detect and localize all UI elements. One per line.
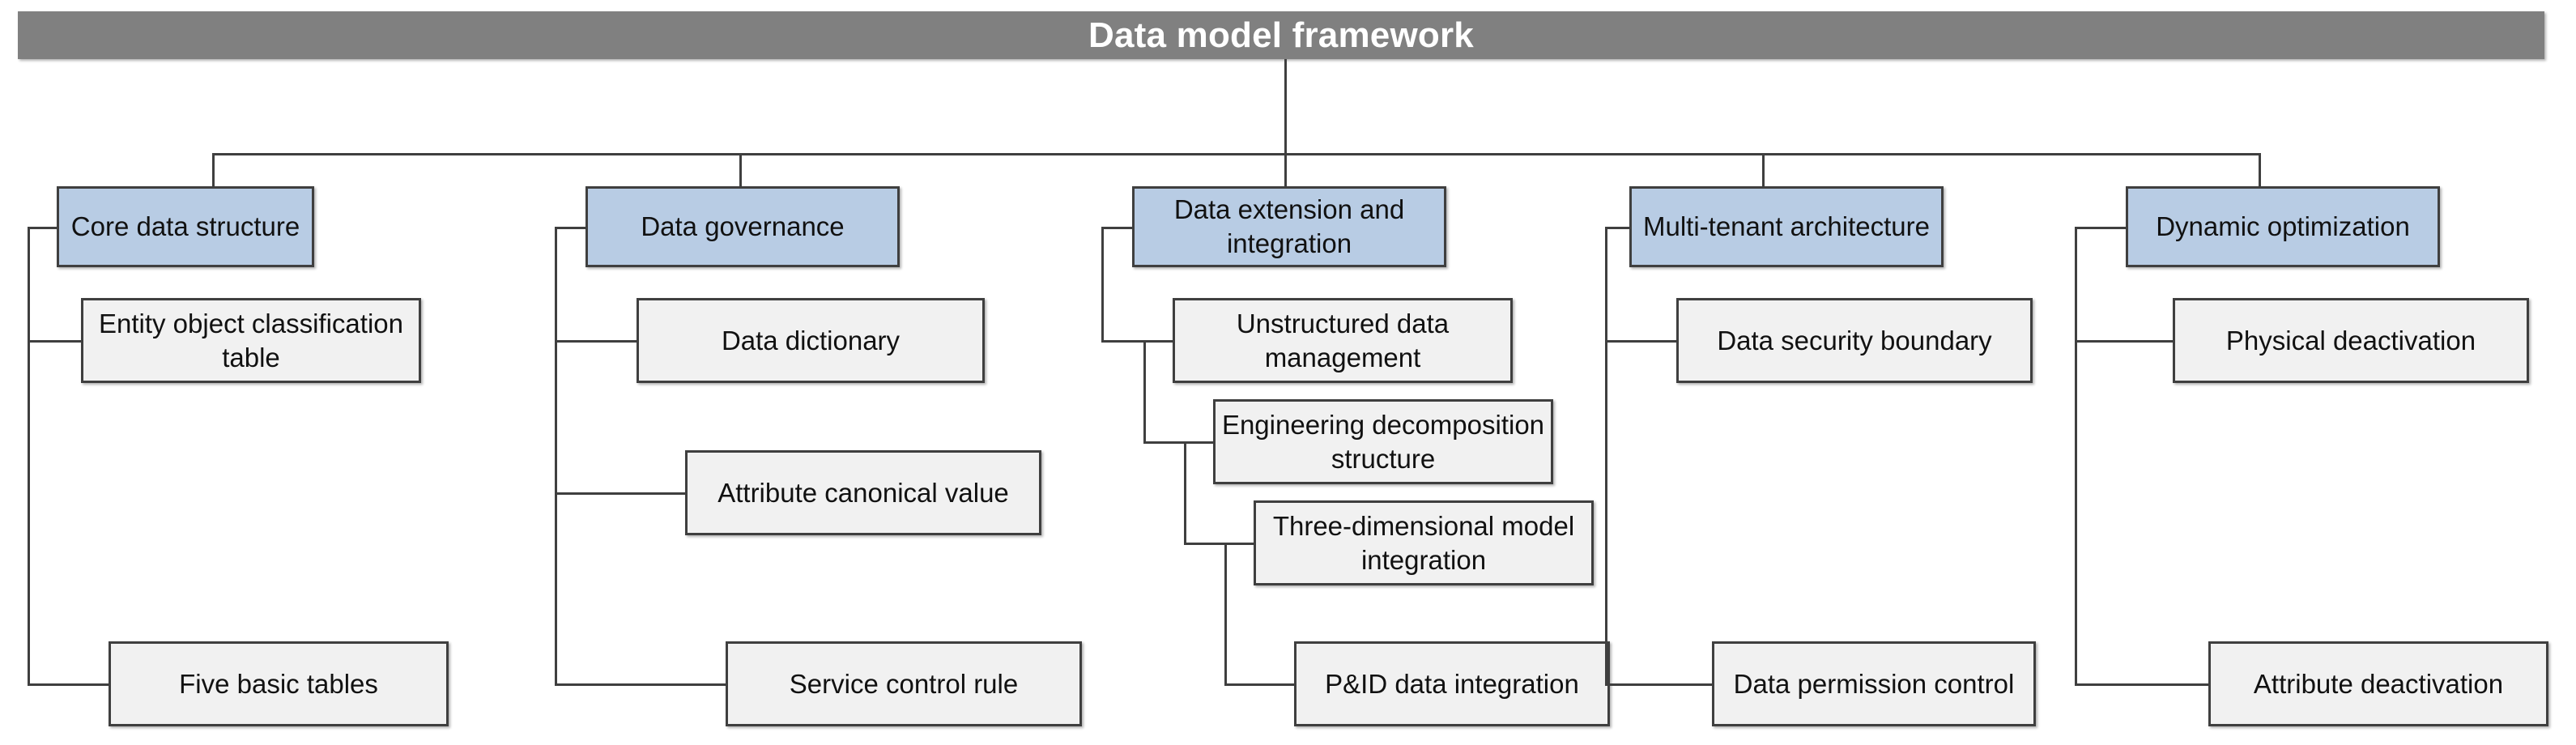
connector-branch-3-child-2: [1143, 441, 1215, 444]
connector-spine-entry-branch-3: [1101, 227, 1134, 229]
connector-drop-branch-2: [739, 153, 742, 187]
connector-branch-5-child-2: [2075, 683, 2210, 686]
leaf-node-attribute-canonical-value[interactable]: Attribute canonical value: [685, 450, 1041, 535]
branch-node-label: Dynamic optimization: [2156, 211, 2410, 242]
leaf-node-unstructured-data-management[interactable]: Unstructured data management: [1173, 298, 1513, 383]
leaf-node-label: P&ID data integration: [1325, 668, 1579, 699]
connector-root-stem: [1284, 59, 1287, 155]
leaf-node-label: Physical deactivation: [2225, 325, 2476, 355]
leaf-node-pid-data-integration[interactable]: P&ID data integration: [1294, 641, 1610, 726]
connector-branch-3-child-3: [1184, 543, 1255, 545]
connector-branch-4-child-1: [1605, 340, 1678, 343]
leaf-node-label: Data dictionary: [721, 325, 901, 355]
connector-spine-entry-branch-5: [2075, 227, 2127, 229]
connector-drop-branch-1: [212, 153, 215, 187]
branch-node-dynamic-optimization[interactable]: Dynamic optimization: [2126, 186, 2440, 267]
connector-spine-branch-3: [1101, 227, 1104, 340]
leaf-node-label: Five basic tables: [179, 668, 378, 699]
branch-node-multi-tenant-architecture[interactable]: Multi-tenant architecture: [1629, 186, 1944, 267]
connector-spine-branch-3-b: [1143, 340, 1146, 444]
leaf-node-entity-object-classification-table[interactable]: Entity object classification table: [81, 298, 421, 383]
branch-node-label: Data extension and integration: [1173, 194, 1405, 258]
connector-spine-branch-3-d: [1224, 543, 1227, 684]
connector-spine-entry-branch-2: [555, 227, 587, 229]
connector-spine-entry-branch-1: [28, 227, 58, 229]
connector-branch-3-child-1: [1101, 340, 1174, 343]
leaf-node-label: Three-dimensional model integration: [1272, 510, 1575, 575]
leaf-node-three-dimensional-model-integration[interactable]: Three-dimensional model integration: [1254, 500, 1594, 585]
connector-spine-entry-branch-4: [1605, 227, 1631, 229]
branch-node-label: Data governance: [641, 211, 845, 242]
branch-node-data-extension-and-integration[interactable]: Data extension and integration: [1132, 186, 1446, 267]
connector-drop-branch-4: [1762, 153, 1765, 187]
branch-node-core-data-structure[interactable]: Core data structure: [57, 186, 314, 267]
leaf-node-attribute-deactivation[interactable]: Attribute deactivation: [2208, 641, 2548, 726]
branch-node-label: Core data structure: [70, 211, 300, 242]
connector-branch-1-child-2: [28, 683, 110, 686]
connector-spine-branch-4: [1605, 227, 1607, 685]
leaf-node-label: Attribute deactivation: [2253, 668, 2504, 699]
leaf-node-five-basic-tables[interactable]: Five basic tables: [109, 641, 449, 726]
leaf-node-label: Data permission control: [1733, 668, 2015, 699]
connector-branch-5-child-1: [2075, 340, 2174, 343]
leaf-node-label: Unstructured data management: [1236, 308, 1450, 372]
connector-spine-branch-1: [28, 227, 30, 685]
connector-branch-4-child-2: [1605, 683, 1714, 686]
leaf-node-data-dictionary[interactable]: Data dictionary: [637, 298, 985, 383]
leaf-node-label: Service control rule: [789, 668, 1019, 699]
connector-drop-branch-5: [2259, 153, 2261, 187]
leaf-node-label: Data security boundary: [1717, 325, 1992, 355]
connector-branch-1-child-1: [28, 340, 83, 343]
connector-branch-2-child-2: [555, 492, 687, 495]
leaf-node-label: Engineering decomposition structure: [1221, 409, 1545, 474]
leaf-node-physical-deactivation[interactable]: Physical deactivation: [2173, 298, 2529, 383]
connector-spine-branch-3-c: [1184, 441, 1186, 545]
root-node-data-model-framework[interactable]: Data model framework: [18, 11, 2544, 59]
connector-spine-branch-5: [2075, 227, 2077, 685]
root-node-label: Data model framework: [1088, 15, 1474, 55]
leaf-node-data-permission-control[interactable]: Data permission control: [1712, 641, 2036, 726]
branch-node-data-governance[interactable]: Data governance: [585, 186, 900, 267]
leaf-node-engineering-decomposition-structure[interactable]: Engineering decomposition structure: [1213, 399, 1553, 484]
connector-drop-branch-3: [1284, 153, 1287, 187]
connector-branch-2-child-1: [555, 340, 638, 343]
leaf-node-data-security-boundary[interactable]: Data security boundary: [1676, 298, 2033, 383]
connector-root-bus: [212, 153, 2261, 155]
leaf-node-label: Attribute canonical value: [717, 477, 1009, 508]
branch-node-label: Multi-tenant architecture: [1643, 211, 1930, 242]
connector-branch-3-child-4: [1224, 683, 1296, 686]
connector-branch-2-child-3: [555, 683, 727, 686]
connector-spine-branch-2: [555, 227, 557, 685]
leaf-node-service-control-rule[interactable]: Service control rule: [726, 641, 1082, 726]
leaf-node-label: Entity object classification table: [98, 308, 403, 372]
